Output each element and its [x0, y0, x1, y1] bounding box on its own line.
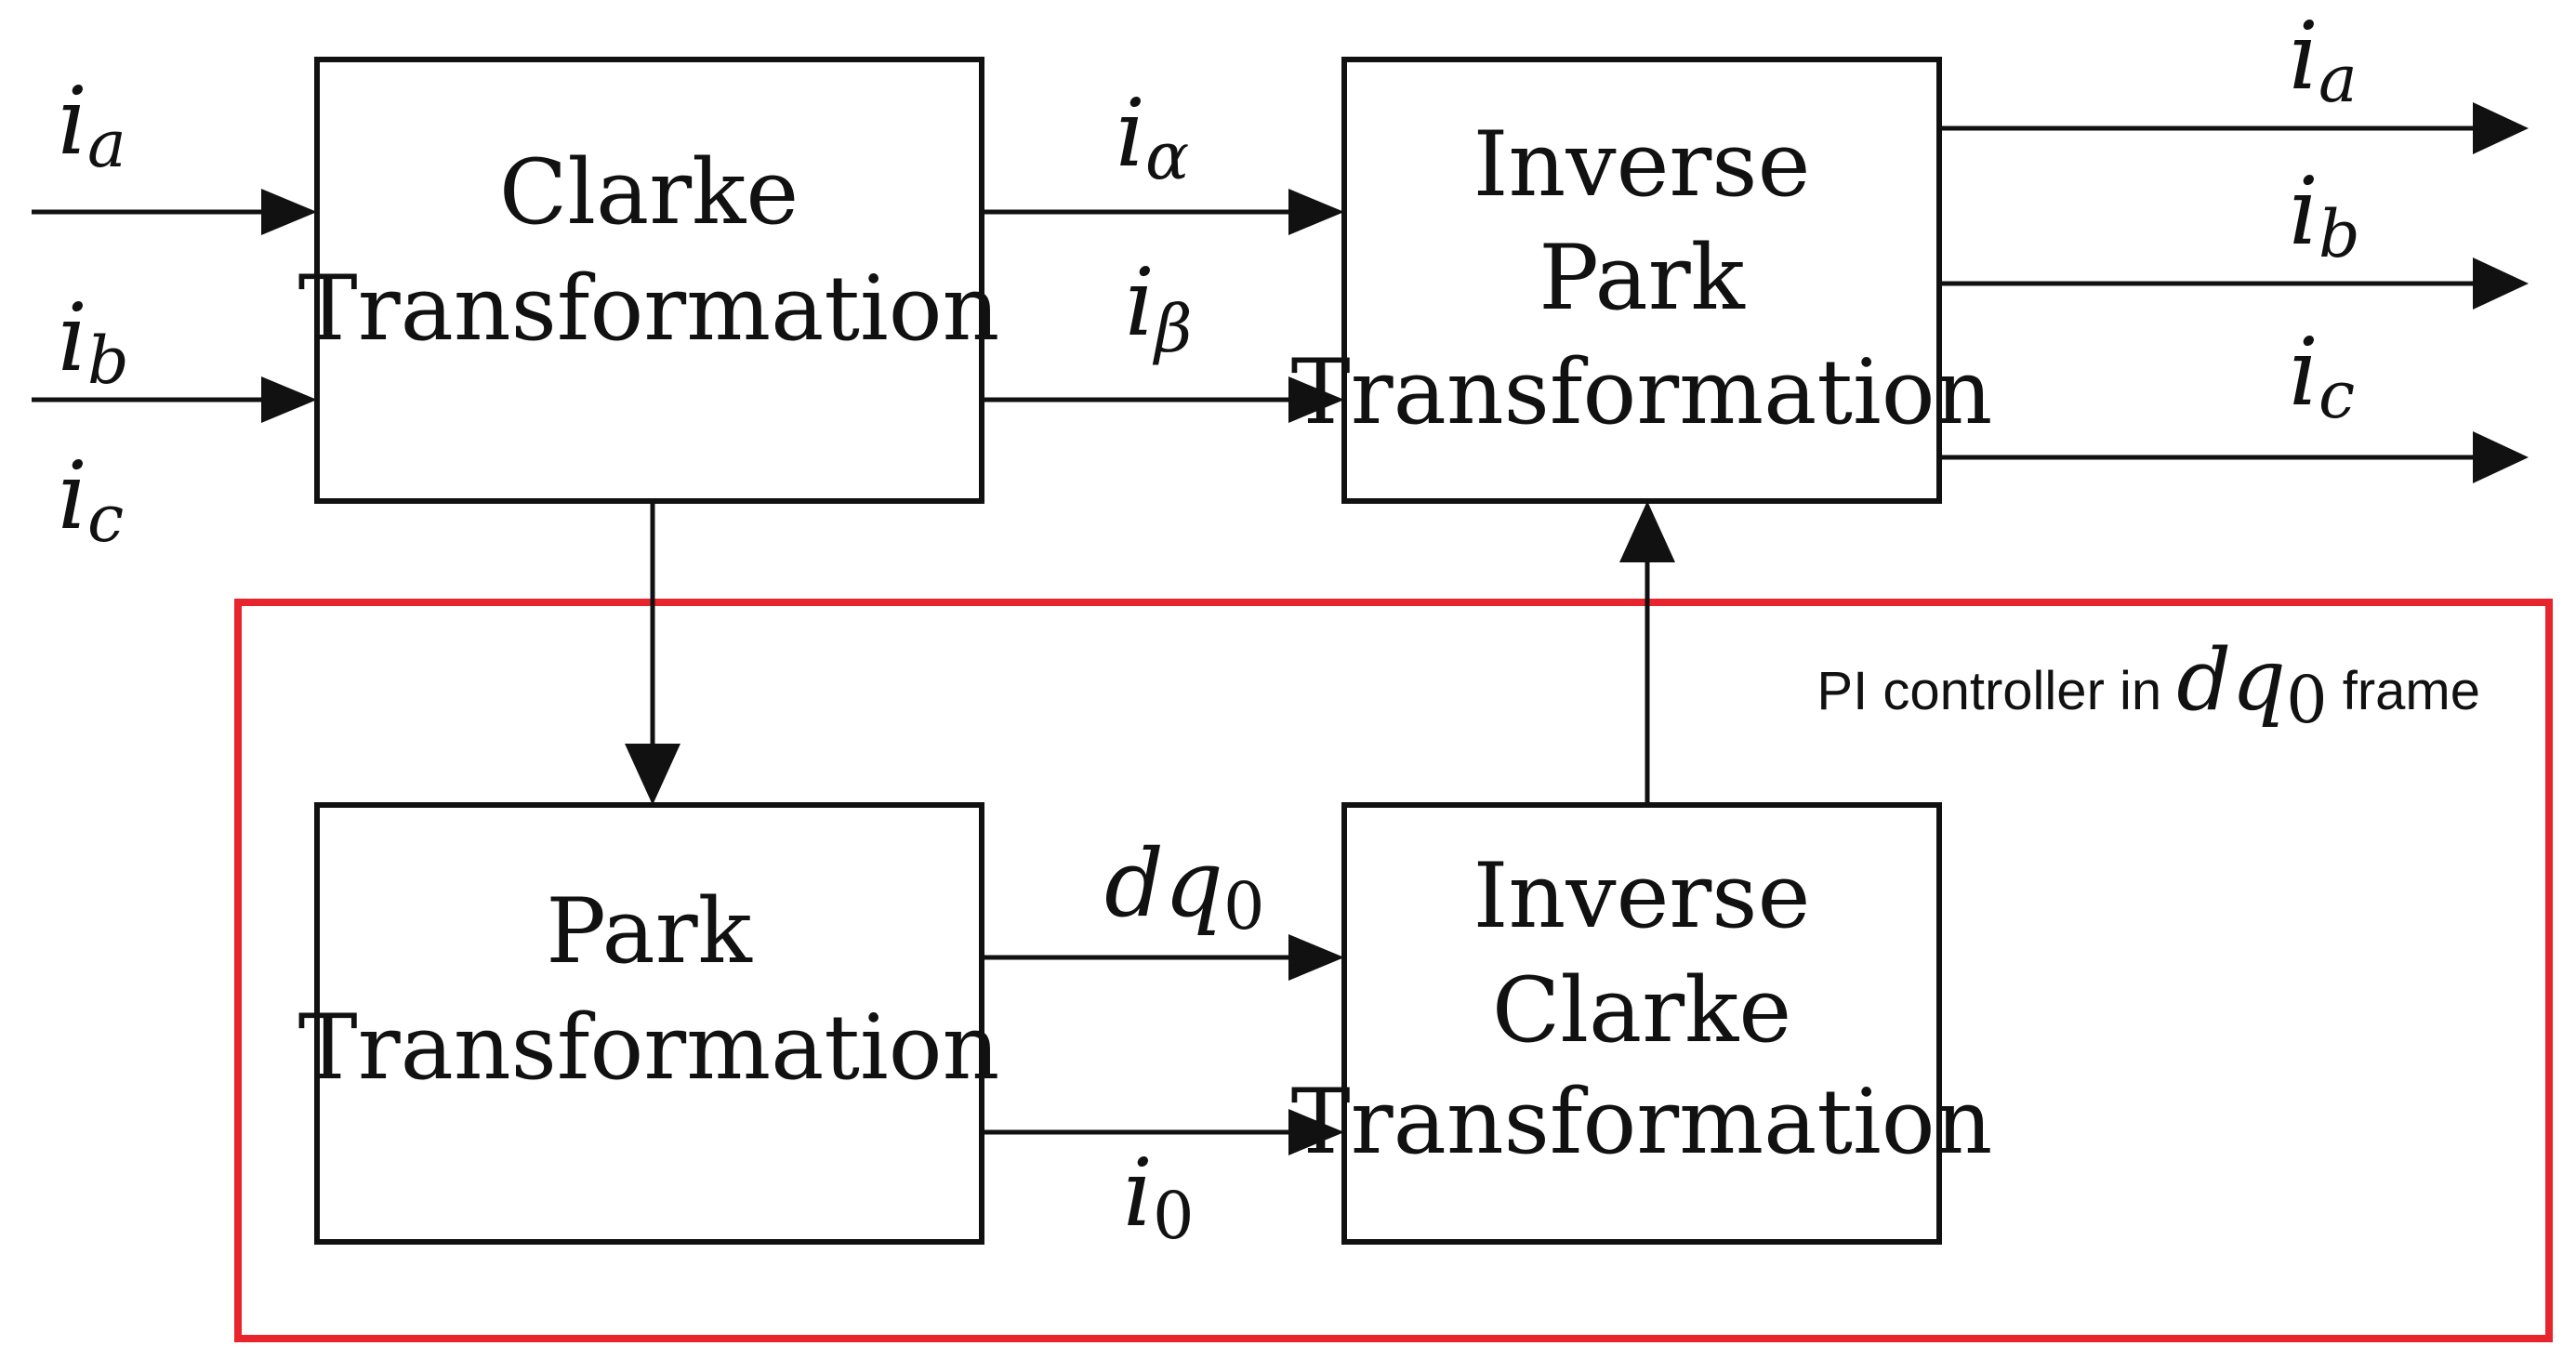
input-b-arrow	[32, 376, 317, 423]
clarke-block-line1: Clarke	[499, 140, 799, 244]
inverse-clarke-block-line2: Clarke	[1492, 958, 1791, 1062]
park-block-line2: Transformation	[298, 996, 1000, 1100]
output-b-label: ib	[2289, 157, 2360, 272]
inverse-clarke-to-inverse-park-arrow	[1619, 501, 1675, 805]
input-c-label: ic	[58, 442, 124, 557]
alpha-label: iα	[1116, 79, 1189, 194]
alpha-arrow	[982, 189, 1344, 235]
dq0-label: dq0	[1104, 829, 1265, 944]
output-c-arrow	[1939, 431, 2529, 483]
inverse-clarke-block: Inverse Clarke Transformation	[1291, 802, 1993, 1245]
output-b-arrow	[1939, 257, 2529, 310]
clarke-to-park-arrow	[625, 501, 680, 805]
pi-controller-label: PI controller in dq0 frame	[1816, 630, 2480, 738]
inverse-park-block-line3: Transformation	[1291, 340, 1993, 444]
input-b-label: ib	[58, 284, 129, 399]
output-a-label: ia	[2289, 2, 2358, 117]
beta-label: iβ	[1125, 248, 1192, 367]
pi-controller-region	[234, 599, 2553, 1342]
dq0-arrow	[982, 934, 1344, 981]
input-a-arrow	[32, 189, 317, 235]
beta-arrow	[982, 376, 1344, 423]
input-a-label: ia	[58, 67, 126, 182]
zero-arrow	[982, 1109, 1344, 1155]
inverse-clarke-block-line3: Transformation	[1291, 1070, 1993, 1174]
inverse-clarke-block-line1: Inverse	[1473, 844, 1811, 948]
clarke-block-line2: Transformation	[298, 257, 1000, 361]
park-block: Park Transformation	[298, 802, 1000, 1245]
clarke-block: Clarke Transformation	[298, 57, 1000, 504]
output-c-label: ic	[2289, 318, 2355, 433]
park-block-line1: Park	[546, 879, 752, 983]
inverse-park-block-line2: Park	[1539, 226, 1745, 330]
inverse-park-block: Inverse Park Transformation	[1291, 57, 1993, 504]
zero-label: i0	[1123, 1139, 1195, 1254]
inverse-park-block-line1: Inverse	[1473, 112, 1811, 217]
output-a-arrow	[1939, 102, 2529, 154]
